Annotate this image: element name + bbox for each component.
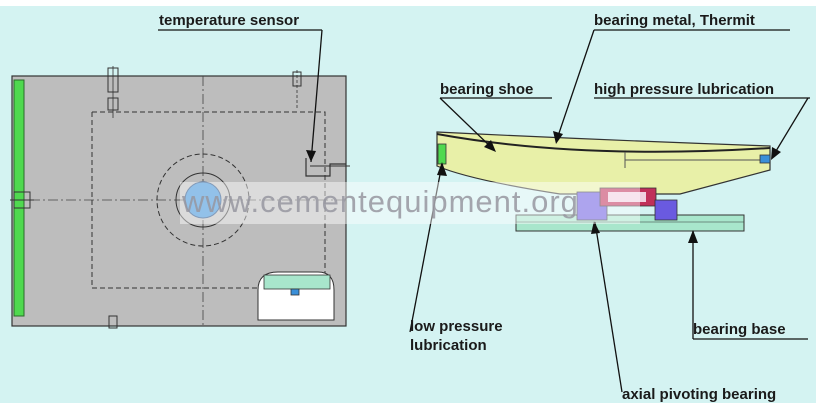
- cutout-nozzle: [290, 288, 300, 296]
- leader-pivot: [594, 221, 623, 393]
- green-side-bar: [13, 79, 25, 317]
- arrow-base: [688, 230, 698, 243]
- sensor-fitting: [305, 158, 350, 177]
- top-view: [10, 66, 350, 329]
- label-bearing-metal: bearing metal, Thermit: [594, 12, 755, 29]
- label-low-pressure-line2: lubrication: [410, 337, 487, 354]
- low-pressure-fitting: [437, 143, 447, 165]
- cutout-insert: [263, 274, 331, 290]
- watermark-band: [180, 182, 640, 224]
- side-view: [436, 131, 771, 232]
- bearing-base-shape: [515, 214, 745, 232]
- label-axial-pivoting-bearing: axial pivoting bearing: [622, 386, 777, 403]
- arrow-metal: [553, 131, 563, 144]
- center-disc: [184, 181, 222, 219]
- pivot-block-right: [654, 199, 678, 221]
- bolt-top: [107, 66, 119, 118]
- arrowheads: [306, 131, 781, 243]
- label-low-pressure-line1: low pressure: [410, 318, 503, 335]
- leader-low-pressure: [409, 163, 443, 333]
- label-bearing-base: bearing base: [693, 321, 786, 338]
- arrow-high-pressure: [771, 147, 781, 160]
- hidden-outline-left: [91, 112, 265, 289]
- bolt-bottom: [108, 315, 118, 329]
- leader-shoe: [439, 97, 495, 151]
- arrow-temperature: [306, 150, 316, 162]
- leader-temperature: [310, 29, 323, 163]
- watermark-text: www.cementequipment.org: [182, 184, 579, 219]
- bolt-top-right: [292, 70, 302, 110]
- leader-high-pressure: [772, 97, 809, 157]
- arrow-low-pressure: [437, 162, 447, 176]
- pivot-circle: [175, 172, 231, 228]
- label-temperature-sensor: temperature sensor: [159, 12, 300, 29]
- hidden-circle: [156, 153, 250, 247]
- label-high-pressure-lubrication: high pressure lubrication: [594, 81, 775, 98]
- arrow-shoe: [484, 140, 496, 152]
- bearing-metal-line: [436, 133, 771, 153]
- leader-metal: [555, 29, 595, 143]
- bearing-shoe-shape: [436, 131, 771, 195]
- arrow-pivot: [591, 221, 600, 234]
- side-hole: [10, 191, 34, 209]
- label-bearing-shoe: bearing shoe: [440, 81, 534, 98]
- pivot-highlight: [608, 192, 646, 202]
- leader-lines: [158, 29, 810, 393]
- high-pressure-nozzle: [759, 154, 771, 164]
- hidden-outline-top: [92, 111, 326, 275]
